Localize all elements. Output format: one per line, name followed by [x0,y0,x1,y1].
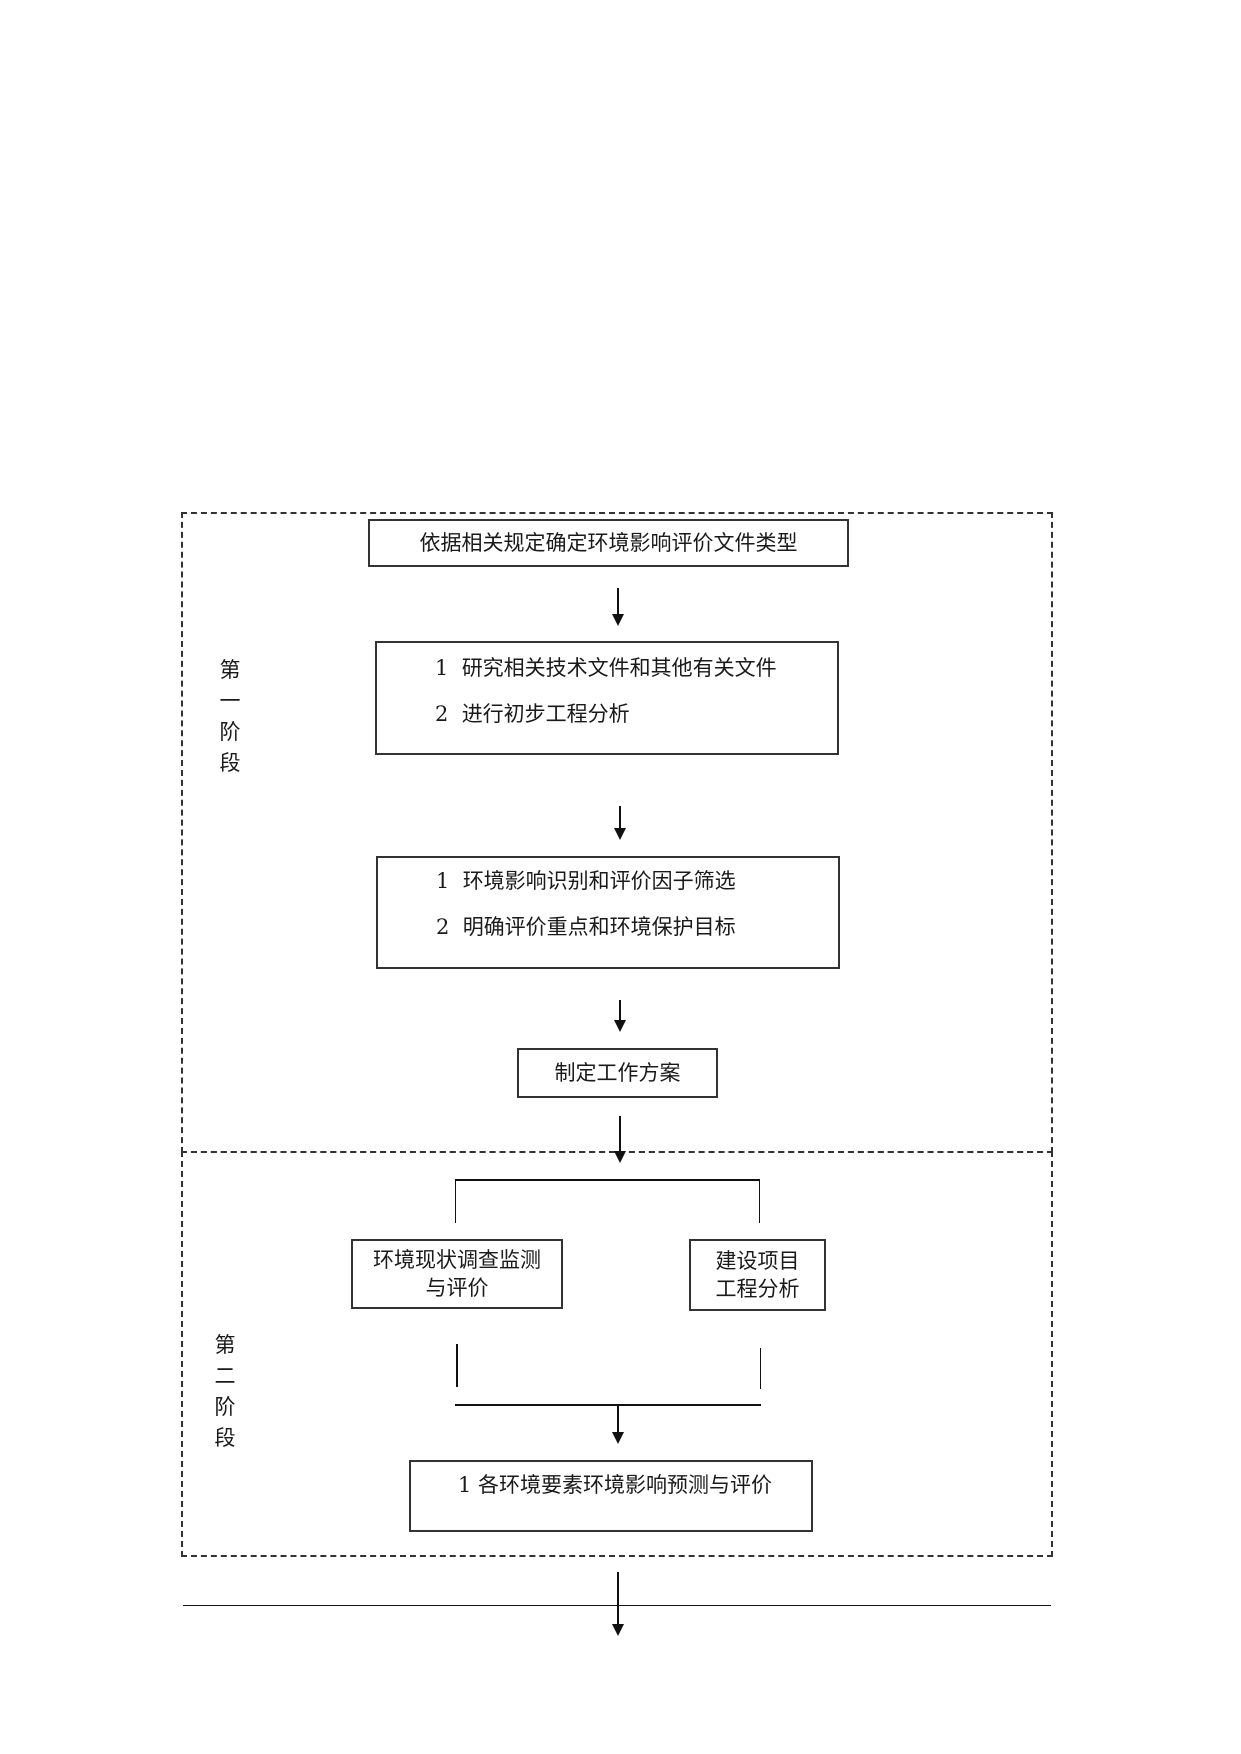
arrow-5-head [612,1432,624,1444]
box-project-line-1: 建设项目 [715,1249,800,1273]
stage-1-char: 阶 [219,720,241,744]
arrow-4-head [614,1151,626,1163]
box-project-line-2: 工程分析 [715,1277,800,1301]
stage-1-char: 段 [219,751,241,775]
merge-bracket-bottom [455,1404,761,1406]
arrow-2-head [614,828,626,840]
identify-line-1-text: 环境影响识别和评价因子筛选 [462,869,736,893]
split-bracket-left [455,1179,456,1223]
stage-2-char: 段 [214,1426,236,1450]
box-survey-line-2: 与评价 [425,1276,489,1300]
clipped-footer-fragment [610,1598,624,1606]
clipped-glyph-icon [614,1605,623,1606]
arrow-3-shaft [619,1000,621,1024]
arrow-6-shaft [617,1572,619,1628]
study-line-1-text: 研究相关技术文件和其他有关文件 [461,656,777,680]
box-work-plan-text: 制定工作方案 [554,1060,681,1085]
arrow-5-shaft [617,1406,619,1436]
predict-line-1-text: 1 各环境要素环境影响预测与评价 [458,1473,773,1497]
merge-bracket-left [456,1344,458,1387]
identify-line-2: 2 明确评价重点和环境保护目标 [436,914,736,940]
arrow-3-head [614,1020,626,1032]
split-bracket-right [759,1179,760,1223]
stage-2-char: 阶 [214,1395,236,1419]
box-study: 1 研究相关技术文件和其他有关文件 2 进行初步工程分析 [375,641,839,755]
identify-line-2-num: 2 [436,915,450,939]
study-line-1-num: 1 [435,656,449,680]
stage-2-char: 第 [214,1333,236,1357]
arrow-6-head [612,1624,624,1636]
stage-2-label: 第 二 阶 段 [211,1330,239,1454]
identify-line-1: 1 环境影响识别和评价因子筛选 [436,868,736,894]
stage-2-char: 二 [214,1364,236,1388]
box-determine-type-text: 依据相关规定确定环境影响评价文件类型 [419,530,798,555]
stage-1-char: 一 [219,689,241,713]
arrow-1-head [612,614,624,626]
box-determine-type: 依据相关规定确定环境影响评价文件类型 [368,519,849,567]
box-survey: 环境现状调查监测 与评价 [351,1239,563,1309]
merge-bracket-right [760,1348,761,1389]
split-bracket-top [455,1179,760,1181]
study-line-2-num: 2 [435,702,449,726]
box-identify: 1 环境影响识别和评价因子筛选 2 明确评价重点和环境保护目标 [376,856,840,969]
stage-1-char: 第 [219,658,241,682]
arrow-2-shaft [619,806,621,832]
stage-1-label: 第 一 阶 段 [216,655,244,779]
predict-line-2-clipped [463,1524,763,1530]
identify-line-1-num: 1 [436,869,450,893]
identify-line-2-text: 明确评价重点和环境保护目标 [462,915,736,939]
box-survey-line-1: 环境现状调查监测 [373,1248,541,1272]
study-line-1: 1 研究相关技术文件和其他有关文件 [435,655,777,681]
page-footer-rule [183,1605,1051,1606]
arrow-1-shaft [617,588,619,618]
study-line-2: 2 进行初步工程分析 [435,701,630,727]
box-work-plan: 制定工作方案 [517,1048,718,1098]
box-predict: 1 各环境要素环境影响预测与评价 [409,1460,813,1532]
box-project: 建设项目 工程分析 [689,1239,826,1311]
arrow-4-shaft [619,1116,621,1154]
study-line-2-text: 进行初步工程分析 [461,702,630,726]
predict-line-1: 1 各环境要素环境影响预测与评价 [458,1472,772,1498]
